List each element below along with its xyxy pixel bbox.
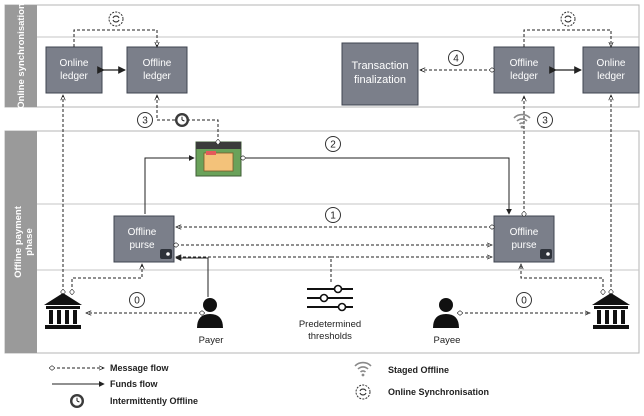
offline-purse-left-line2: purse — [129, 240, 154, 251]
step-3-left-number: 3 — [142, 116, 148, 127]
offline-ledger-left-line2: ledger — [143, 71, 171, 82]
step-2-badge — [325, 136, 341, 152]
transaction-finalization-box: Transaction finalization — [341, 42, 419, 106]
step-2-number: 2 — [330, 140, 336, 151]
online-ledger-left-line2: ledger — [60, 71, 88, 82]
legend-online-synchronisation: Online Synchronisation — [388, 387, 489, 397]
bank-icon-right — [592, 293, 630, 329]
offline-ledger-right: Offline ledger — [493, 46, 555, 94]
arrow-purse-to-wallet — [144, 155, 195, 214]
step-0-left-number: 0 — [134, 296, 140, 307]
wifi-icon — [513, 113, 531, 129]
step-0-right-number: 0 — [521, 296, 527, 307]
legend-staged-offline: Staged Offline — [388, 365, 449, 375]
step-4-badge — [448, 50, 464, 66]
arrow-step-2 — [243, 158, 509, 214]
step-3-left-badge — [137, 112, 153, 128]
arrow-payer-funds — [175, 255, 209, 297]
offline-purse-right: Offline purse — [493, 215, 555, 263]
step-3-right-number: 3 — [542, 116, 548, 127]
purse-wallet-icon-right — [540, 249, 552, 259]
sync-icon-left — [108, 11, 124, 27]
offline-purse-right-line1: Offline — [510, 227, 539, 238]
bank-icon-left — [44, 293, 82, 329]
person-icon-payee — [433, 298, 459, 328]
step-0-right-badge — [516, 292, 532, 308]
thresholds-label-line2: thresholds — [308, 331, 352, 342]
step-0-left-badge — [129, 292, 145, 308]
online-ledger-right-line2: ledger — [597, 71, 625, 82]
lane-label-offline-payment-1: Offline payment — [13, 205, 24, 278]
offline-ledger-right-line1: Offline — [510, 58, 539, 69]
legend-wifi-icon — [354, 361, 372, 377]
step-1-number: 1 — [330, 211, 336, 222]
offline-purse-right-line2: purse — [511, 240, 536, 251]
arrow-bank-left-purse — [72, 264, 142, 292]
purse-wallet-icon-left — [160, 249, 172, 259]
sync-loop-right — [523, 29, 611, 47]
step-1-badge — [325, 207, 341, 223]
payer-label: Payer — [199, 335, 224, 346]
wallet-icon — [195, 141, 242, 177]
step-3-right-badge — [537, 112, 553, 128]
transaction-finalization-line2: finalization — [354, 74, 406, 86]
sliders-icon — [307, 284, 353, 312]
payee-label: Payee — [434, 335, 461, 346]
arrow-bank-right-purse — [521, 264, 603, 292]
sync-icon-right — [560, 11, 576, 27]
clock-icon — [175, 113, 189, 127]
offline-ledger-right-line2: ledger — [510, 71, 538, 82]
legend-clock-icon — [70, 394, 84, 408]
offline-purse-left-line1: Offline — [128, 227, 157, 238]
online-ledger-left: Online ledger — [45, 46, 103, 94]
lane-label-online-sync: Online synchronisation — [16, 3, 27, 109]
lane-label-offline-payment-2: phase — [24, 228, 35, 255]
offline-ledger-left-line1: Offline — [143, 58, 172, 69]
online-ledger-right: Online ledger — [582, 46, 640, 94]
thresholds-label-line1: Predetermined — [299, 319, 361, 330]
transaction-finalization-line1: Transaction — [351, 60, 408, 72]
person-icon-payer — [197, 298, 223, 328]
legend-intermittently-offline: Intermittently Offline — [110, 396, 198, 406]
legend-funds-flow: Funds flow — [110, 379, 158, 389]
offline-purse-left: Offline purse — [113, 215, 175, 263]
legend-sync-icon — [355, 384, 371, 400]
step-4-number: 4 — [453, 54, 459, 65]
legend-message-flow: Message flow — [110, 363, 170, 373]
online-ledger-right-line1: Online — [597, 58, 626, 69]
legend: Message flow Funds flow Intermittently O… — [52, 361, 489, 408]
online-ledger-left-line1: Online — [60, 58, 89, 69]
offline-ledger-left: Offline ledger — [126, 46, 188, 94]
